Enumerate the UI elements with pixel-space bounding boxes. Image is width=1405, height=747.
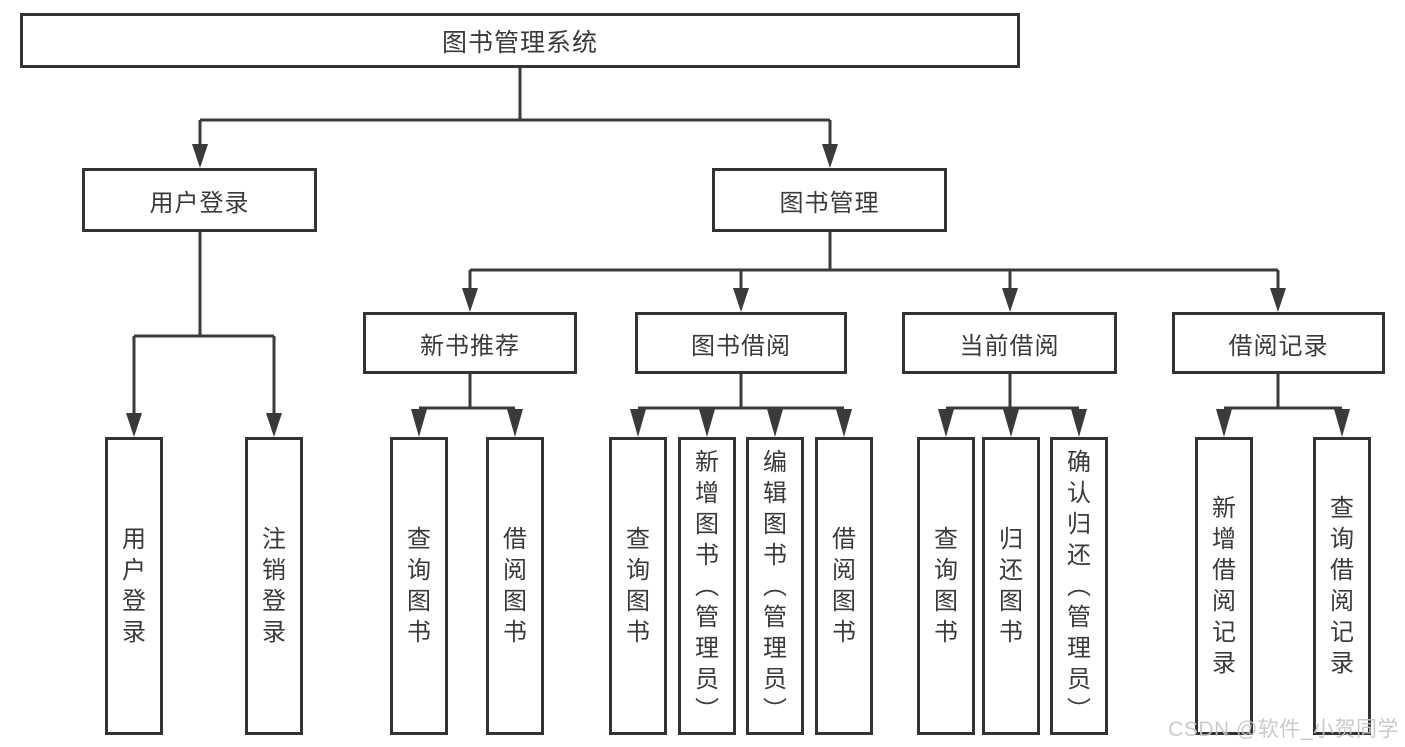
leaf-borrow-add-books-admin: 新 增 图 书 ︵ 管 理 员 ︶ (678, 437, 736, 735)
leaf-records-query-record: 查 询 借 阅 记 录 (1313, 437, 1371, 735)
leaf-records-add-record-label: 新 增 借 阅 记 录 (1212, 495, 1236, 677)
leaf-newbook-query-books-label: 查 询 图 书 (407, 526, 431, 646)
node-library-management-system: 图书管理系统 (20, 13, 1020, 68)
leaf-borrow-borrow-books: 借 阅 图 书 (815, 437, 873, 735)
node-borrow-records: 借阅记录 (1172, 312, 1385, 374)
leaf-borrow-add-books-admin-label: 新 增 图 书 ︵ 管 理 员 ︶ (695, 448, 719, 724)
leaf-current-return-books-label: 归 还 图 书 (999, 526, 1023, 646)
node-book-management: 图书管理 (712, 168, 947, 232)
node-book-management-label: 图书管理 (779, 189, 880, 217)
node-current-borrowing-label: 当前借阅 (959, 332, 1060, 360)
leaf-current-query-books-label: 查 询 图 书 (934, 526, 958, 646)
arrowheads (126, 144, 1350, 437)
node-user-login-label: 用户登录 (149, 189, 250, 217)
node-book-borrowing-label: 图书借阅 (691, 332, 791, 360)
leaf-current-confirm-return-admin: 确 认 归 还 ︵ 管 理 员 ︶ (1050, 437, 1108, 735)
leaf-current-query-books: 查 询 图 书 (917, 437, 975, 735)
leaf-borrow-borrow-books-label: 借 阅 图 书 (832, 526, 856, 646)
leaf-borrow-query-books: 查 询 图 书 (609, 437, 667, 735)
node-book-borrowing: 图书借阅 (635, 312, 847, 374)
leaf-user-login-label: 用 户 登 录 (122, 526, 146, 646)
leaf-borrow-edit-books-admin: 编 辑 图 书 ︵ 管 理 员 ︶ (746, 437, 804, 735)
node-borrow-records-label: 借阅记录 (1228, 332, 1329, 360)
csdn-watermark: CSDN @软件_小贺同学 (1168, 718, 1399, 741)
leaf-borrow-query-books-label: 查 询 图 书 (626, 526, 650, 646)
leaf-user-login: 用 户 登 录 (105, 437, 163, 735)
leaf-logout: 注 销 登 录 (245, 437, 303, 735)
node-user-login: 用户登录 (82, 168, 317, 232)
node-new-book-recommend-label: 新书推荐 (420, 332, 520, 360)
node-library-management-system-label: 图书管理系统 (441, 28, 598, 57)
node-current-borrowing: 当前借阅 (902, 312, 1117, 374)
leaf-current-return-books: 归 还 图 书 (982, 437, 1040, 735)
leaf-newbook-borrow-books-label: 借 阅 图 书 (503, 526, 527, 646)
node-new-book-recommend: 新书推荐 (363, 312, 577, 374)
leaf-newbook-query-books: 查 询 图 书 (390, 437, 448, 735)
leaf-records-add-record: 新 增 借 阅 记 录 (1195, 437, 1253, 735)
leaf-borrow-edit-books-admin-label: 编 辑 图 书 ︵ 管 理 员 ︶ (763, 448, 787, 724)
leaf-current-confirm-return-admin-label: 确 认 归 还 ︵ 管 理 员 ︶ (1067, 448, 1091, 724)
leaf-newbook-borrow-books: 借 阅 图 书 (486, 437, 544, 735)
leaf-logout-label: 注 销 登 录 (262, 526, 286, 646)
leaf-records-query-record-label: 查 询 借 阅 记 录 (1330, 495, 1354, 677)
